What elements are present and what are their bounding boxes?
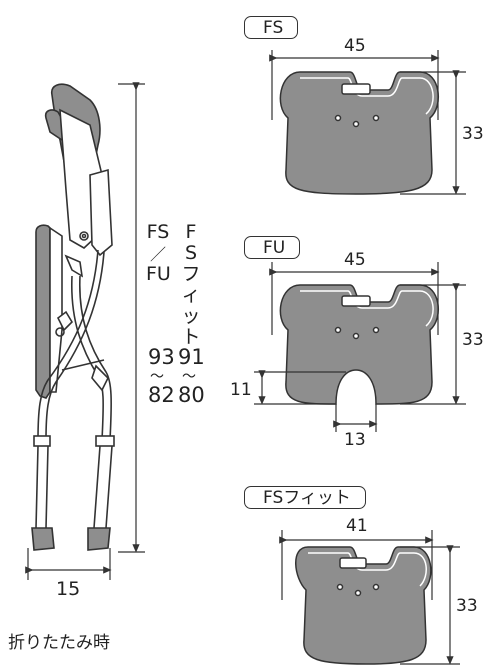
seat-fu-cutout-width: 13 [344, 430, 366, 450]
folded-caption: 折りたたみ時 [8, 633, 110, 653]
seat-fu-dimensions [254, 262, 466, 432]
height-range-fsfit-low: 80 [178, 383, 205, 407]
height-range-fs-fu-low: 82 [148, 383, 175, 407]
seat-folded [35, 224, 51, 399]
seat-fs-shape [279, 71, 439, 195]
height-label-fs: FS [146, 221, 170, 243]
foot-rear [31, 527, 55, 551]
seat-fs-dimensions [269, 50, 466, 195]
foot-front [87, 527, 111, 551]
folded-width-dimension [25, 548, 112, 580]
seat-fsfit-depth: 33 [456, 596, 478, 616]
seat-fs-depth: 33 [462, 124, 484, 144]
height-label-fu: FU [146, 263, 171, 285]
seat-fs-width: 45 [344, 36, 366, 56]
folded-width-value: 15 [56, 578, 81, 600]
height-label-slash: ／ [149, 245, 166, 264]
seat-label-fs: FS [244, 16, 299, 39]
seat-fu-depth: 33 [462, 330, 484, 350]
seat-label-fsfit: FSフィット [244, 486, 366, 509]
seat-fu-width: 45 [344, 250, 366, 270]
height-dimension [118, 82, 145, 553]
seat-fsfit-width: 41 [346, 516, 368, 536]
seat-fs-drawing [279, 71, 439, 195]
height-range-fs-fu: 93 [148, 345, 175, 369]
seat-fu-shape [279, 284, 439, 405]
height-label-fsfit-char: ッ [181, 305, 201, 327]
height-range-tilde-b: 〜 [182, 369, 196, 385]
height-label-fsfit-char: S [184, 242, 198, 264]
seat-fsfit-dimensions [279, 530, 460, 665]
height-range-fsfit: 91 [178, 345, 205, 369]
seat-fu-drawing [279, 284, 439, 405]
height-label-fsfit: F S フ ィ ッ ト [178, 222, 204, 348]
height-label-fsfit-char: F [185, 221, 197, 243]
folded-chair-side-view [31, 83, 115, 551]
seat-fsfit-shape [295, 546, 432, 665]
seat-fu-cutout-depth: 11 [230, 380, 252, 400]
seat-fsfit-drawing [295, 546, 432, 665]
height-label-fsfit-char: フ [181, 263, 201, 285]
height-range-tilde-a: 〜 [150, 369, 164, 385]
height-label-fsfit-char: ト [181, 326, 201, 348]
seat-label-fu: FU [244, 236, 301, 259]
height-label-fsfit-char: ィ [181, 284, 201, 306]
